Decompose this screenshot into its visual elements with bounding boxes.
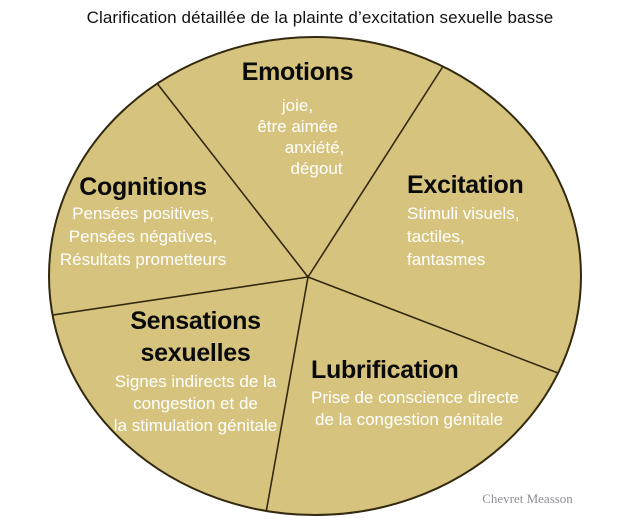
segment-emotions: Emotions joie, être aimée anxiété, dégou… — [185, 57, 410, 179]
segment-sensations-sexuelles: Sensations sexuelles Signes indirects de… — [103, 305, 288, 437]
segment-item: Prise de conscience directe — [311, 388, 519, 407]
author-signature: Chevret Measson — [482, 491, 573, 506]
segment-sensations-label-line1: Sensations — [130, 307, 261, 335]
segment-excitation-items: Stimuli visuels, tactiles, fantasmes — [407, 202, 597, 271]
segment-cognitions-label: Cognitions — [79, 173, 207, 201]
segment-item: la stimulation génitale — [113, 416, 278, 435]
segment-sensations-label: Sensations sexuelles — [103, 305, 288, 369]
segment-lubrification: Lubrification Prise de conscience direct… — [311, 356, 526, 431]
segment-emotions-label: Emotions — [241, 58, 354, 86]
pie-circle — [48, 36, 582, 516]
diagram-title: Clarification détaillée de la plainte d’… — [86, 8, 554, 27]
segment-item: de la congestion génitale — [315, 410, 504, 429]
divider-lubrification-sensations — [263, 276, 309, 515]
pie-dividers — [49, 56, 572, 515]
segment-excitation: Excitation Stimuli visuels, tactiles, fa… — [407, 170, 597, 271]
segment-item: fantasmes — [407, 250, 486, 269]
divider-cognitions-emotions — [148, 72, 309, 278]
segment-item: Pensées négatives, — [68, 227, 218, 246]
segment-sensations-items: Signes indirects de la congestion et de … — [103, 371, 288, 437]
divider-excitation-lubrification — [307, 276, 572, 379]
segment-lubrification-label: Lubrification — [311, 356, 459, 384]
segment-item: congestion et de — [133, 394, 258, 413]
segment-item: être aimée — [257, 117, 338, 136]
segment-item: Résultats prometteurs — [59, 250, 227, 269]
segment-item: anxiété, — [284, 138, 345, 157]
segment-cognitions-items: Pensées positives, Pensées négatives, Ré… — [52, 202, 234, 271]
segment-lubrification-items: Prise de conscience directe de la conges… — [311, 387, 526, 431]
segment-item: joie, — [281, 96, 314, 115]
divider-sensations-cognitions — [49, 276, 309, 318]
segment-item: Stimuli visuels, — [407, 204, 520, 223]
segment-item: dégout — [290, 159, 343, 178]
segment-sensations-label-line2: sexuelles — [140, 339, 251, 367]
segment-item: Signes indirects de la — [114, 372, 277, 391]
divider-emotions-excitation — [307, 56, 450, 278]
segment-item: tactiles, — [407, 227, 465, 246]
segment-cognitions: Cognitions Pensées positives, Pensées né… — [52, 172, 234, 271]
segment-item: Pensées positives, — [72, 204, 214, 223]
segment-excitation-label: Excitation — [407, 171, 524, 199]
segment-emotions-items: joie, être aimée anxiété, dégout — [185, 95, 410, 179]
